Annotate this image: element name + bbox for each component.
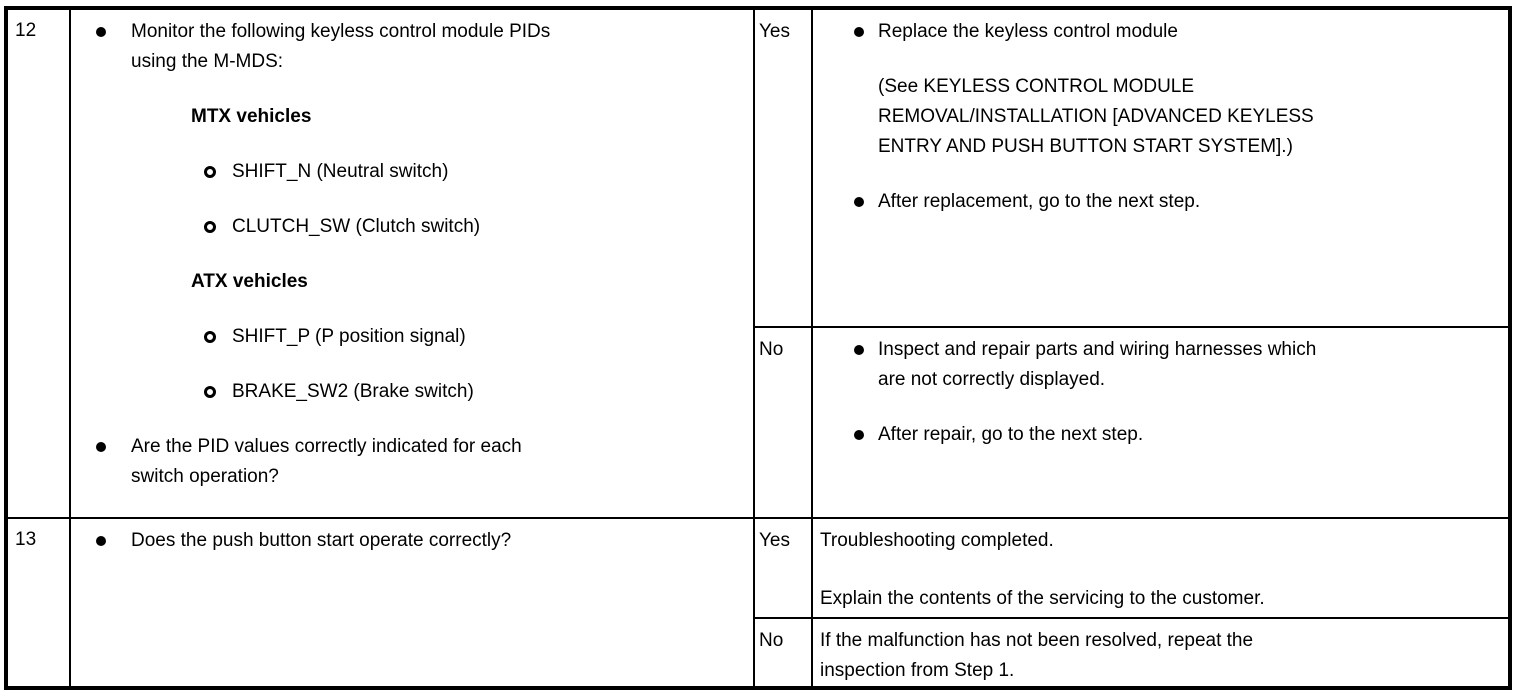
table-row: No Inspect and repair parts and wiring h… (6, 326, 1511, 519)
step-number-cell: 13 (5, 517, 71, 689)
pid-text: CLUTCH_SW (Clutch switch) (232, 216, 481, 237)
step-number: 13 (15, 529, 37, 550)
result-text: Replace the keyless control module (878, 21, 1178, 42)
list-item: SHIFT_P (P position signal) (204, 322, 747, 352)
result-cell: Troubleshooting completed. Explain the c… (811, 517, 1511, 619)
result-cell: Replace the keyless control module (See … (811, 6, 1511, 329)
step-number: 12 (15, 20, 37, 41)
circle-bullet-icon (204, 377, 232, 398)
action-question: Does the push button start operate corre… (131, 530, 512, 551)
result-text: After repair, go to the next step. (878, 424, 1144, 446)
flag-label: No (759, 339, 784, 361)
flag-label: Yes (759, 21, 790, 42)
list-item: After replacement, go to the next step. (854, 187, 1502, 217)
bullet-icon (854, 187, 878, 207)
result-text: Inspect and repair parts and wiring harn… (878, 339, 1317, 391)
bullet-icon (96, 526, 131, 546)
list-item: CLUTCH_SW (Clutch switch) (204, 212, 747, 242)
action-question: Are the PID values correctly indicated f… (131, 436, 522, 487)
table-row: 12 Monitor the following keyless control… (5, 6, 1511, 519)
list-item: SHIFT_N (Neutral switch) (204, 157, 747, 187)
flag-cell-no: No (753, 617, 813, 689)
see-reference-text: (See KEYLESS CONTROL MODULE REMOVAL/INST… (878, 76, 1314, 157)
flag-cell-no: No (753, 326, 813, 519)
result-text: Explain the contents of the servicing to… (820, 588, 1265, 609)
flag-label: No (759, 630, 784, 651)
flag-cell-yes: Yes (753, 517, 813, 619)
result-cell: Inspect and repair parts and wiring harn… (811, 326, 1511, 519)
bullet-icon (96, 17, 131, 37)
action-text: Monitor the following keyless control mo… (131, 21, 551, 72)
result-text: If the malfunction has not been resolved… (820, 630, 1254, 681)
list-item: (See KEYLESS CONTROL MODULE REMOVAL/INST… (878, 72, 1502, 162)
list-item: Does the push button start operate corre… (96, 526, 747, 556)
flag-cell-yes: Yes (753, 6, 813, 329)
action-cell: Monitor the following keyless control mo… (69, 7, 755, 519)
bullet-icon (854, 17, 878, 37)
subheader-atx: ATX vehicles (191, 271, 308, 292)
action-cell: Does the push button start operate corre… (69, 517, 755, 689)
list-item: After repair, go to the next step. (854, 420, 1502, 450)
bullet-icon (854, 335, 878, 356)
pid-text: SHIFT_P (P position signal) (232, 326, 466, 347)
troubleshooting-table: 12 Monitor the following keyless control… (4, 6, 1512, 690)
pid-text: BRAKE_SW2 (Brake switch) (232, 381, 474, 402)
circle-bullet-icon (204, 212, 232, 233)
flag-label: Yes (759, 530, 790, 551)
subheader-mtx: MTX vehicles (191, 106, 312, 127)
circle-bullet-icon (204, 157, 232, 178)
list-item: Inspect and repair parts and wiring harn… (854, 335, 1502, 395)
table-row: 13 Does the push button start operate co… (5, 517, 1511, 689)
pid-text: SHIFT_N (Neutral switch) (232, 161, 449, 182)
list-item: Monitor the following keyless control mo… (96, 17, 747, 77)
result-text: After replacement, go to the next step. (878, 191, 1201, 212)
bullet-icon (854, 420, 878, 441)
bullet-icon (96, 432, 131, 452)
step-number-cell: 12 (5, 7, 71, 519)
list-item: BRAKE_SW2 (Brake switch) (204, 377, 747, 407)
list-item: Replace the keyless control module (854, 17, 1502, 47)
result-cell: If the malfunction has not been resolved… (811, 617, 1511, 689)
result-text: Troubleshooting completed. (820, 530, 1054, 551)
circle-bullet-icon (204, 322, 232, 343)
list-item: Are the PID values correctly indicated f… (96, 432, 747, 492)
